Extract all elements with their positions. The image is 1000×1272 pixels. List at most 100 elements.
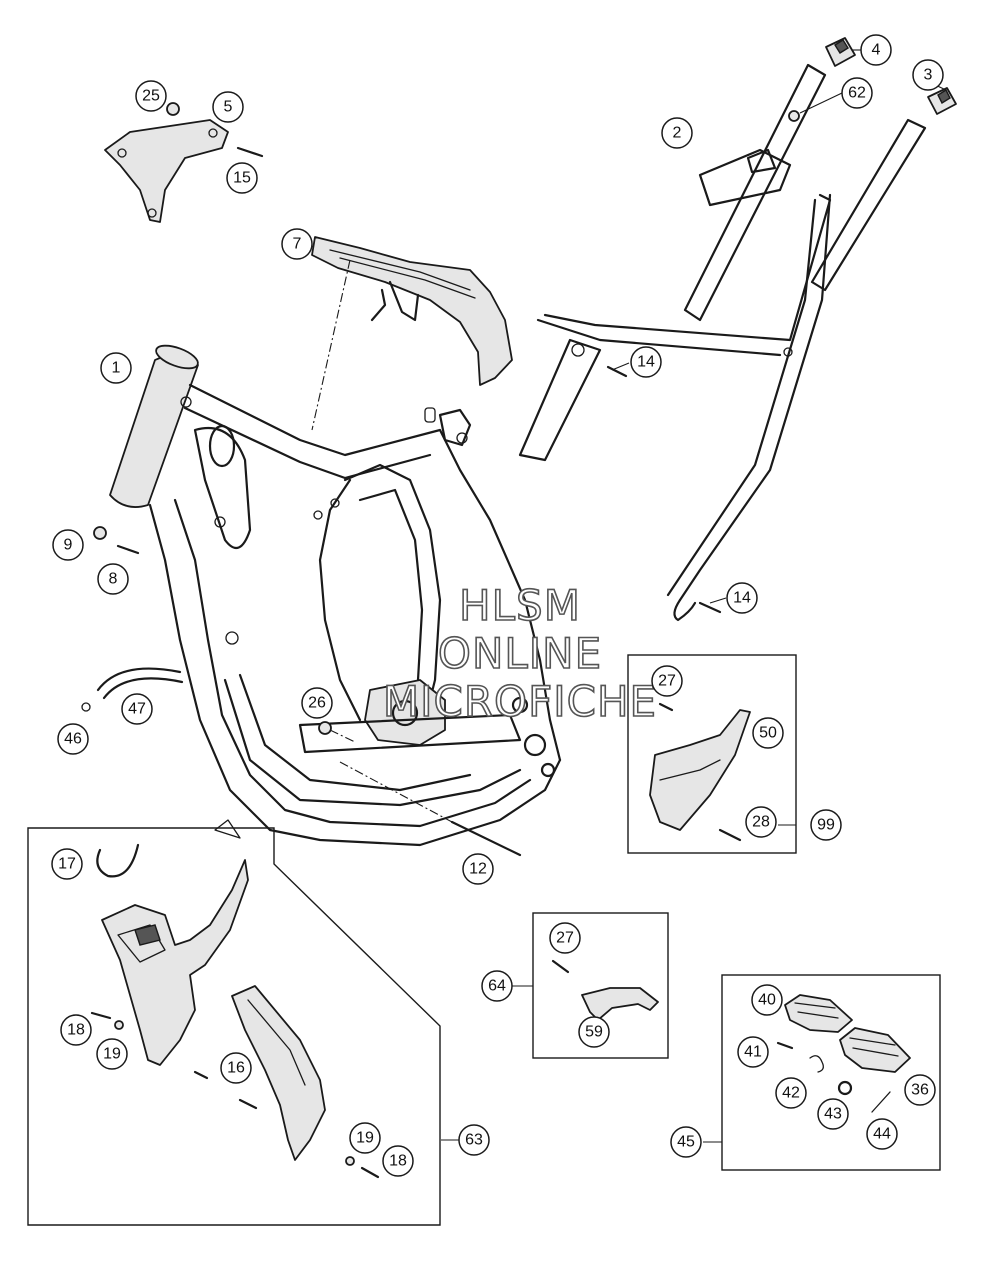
svg-text:63: 63 <box>465 1132 483 1149</box>
callout-19-left: 19 <box>96 1038 128 1070</box>
cable-tie-17 <box>96 843 140 878</box>
nut-25 <box>166 102 180 116</box>
callout-40: 40 <box>751 984 783 1016</box>
group-box-45 <box>721 974 941 1171</box>
end-cap-4 <box>825 37 856 67</box>
bolt-14-upper <box>606 365 628 378</box>
svg-text:5: 5 <box>224 99 233 116</box>
callout-8: 8 <box>97 563 129 595</box>
washer-19-left <box>114 1020 124 1030</box>
callout-50: 50 <box>752 717 784 749</box>
bolt-14-lower <box>698 601 722 614</box>
callout-63: 63 <box>458 1124 490 1156</box>
svg-text:45: 45 <box>677 1134 695 1151</box>
svg-text:46: 46 <box>64 731 82 748</box>
callout-9: 9 <box>52 529 84 561</box>
watermark: HLSM ONLINE MICROFICHE <box>382 580 657 727</box>
callout-3: 3 <box>912 59 944 91</box>
subframe <box>518 63 927 622</box>
svg-text:17: 17 <box>58 856 76 873</box>
nut-9 <box>93 526 107 540</box>
bolt-28 <box>718 828 742 842</box>
cotter-pin-44 <box>871 1091 891 1113</box>
end-cap-3 <box>927 87 957 115</box>
svg-text:18: 18 <box>389 1153 407 1170</box>
callout-42: 42 <box>775 1077 807 1109</box>
callout-4: 4 <box>860 34 892 66</box>
radiator-guard-left <box>101 859 249 1066</box>
bolt-8 <box>116 544 140 555</box>
callout-18-left: 18 <box>60 1014 92 1046</box>
svg-text:3: 3 <box>924 67 933 84</box>
bolt-15 <box>236 146 264 158</box>
svg-text:36: 36 <box>911 1082 929 1099</box>
washer-19-right <box>345 1156 355 1166</box>
callout-5: 5 <box>212 91 244 123</box>
leader-lines <box>441 49 947 1143</box>
callout-19-right: 19 <box>349 1122 381 1154</box>
bolt-upper-63 <box>238 1098 258 1110</box>
svg-text:41: 41 <box>744 1044 762 1061</box>
svg-text:42: 42 <box>782 1085 800 1102</box>
svg-text:15: 15 <box>233 170 251 187</box>
bolt-18-left <box>90 1011 112 1020</box>
svg-text:7: 7 <box>293 236 302 253</box>
callout-36: 36 <box>904 1074 936 1106</box>
nut-62 <box>788 110 800 122</box>
chain-guide-50 <box>649 709 751 831</box>
bolt-12 <box>450 820 522 857</box>
clip-46 <box>81 702 91 712</box>
svg-text:2: 2 <box>673 125 682 142</box>
callout-7: 7 <box>281 228 313 260</box>
svg-text:28: 28 <box>752 814 770 831</box>
svg-text:19: 19 <box>103 1046 121 1063</box>
group-box-63 <box>27 827 441 1226</box>
callout-12: 12 <box>462 853 494 885</box>
group-box-99 <box>627 654 797 854</box>
svg-text:27: 27 <box>658 673 676 690</box>
callout-27-group99: 27 <box>651 665 683 697</box>
watermark-line-2: ONLINE <box>438 629 602 678</box>
svg-text:59: 59 <box>585 1024 603 1041</box>
svg-text:62: 62 <box>848 85 866 102</box>
callout-62: 62 <box>841 77 873 109</box>
spacer-16 <box>193 1070 209 1080</box>
main-frame <box>109 344 562 847</box>
washer-43 <box>837 1080 853 1096</box>
svg-text:18: 18 <box>67 1022 85 1039</box>
chain-slider-59 <box>581 987 659 1021</box>
watermark-line-1: HLSM <box>459 581 581 630</box>
callout-45: 45 <box>670 1126 702 1158</box>
callout-59: 59 <box>578 1016 610 1048</box>
bolt-27-group99 <box>658 702 674 712</box>
spring-42 <box>809 1055 824 1073</box>
callout-43: 43 <box>817 1098 849 1130</box>
svg-text:12: 12 <box>469 861 487 878</box>
svg-text:14: 14 <box>637 354 655 371</box>
svg-text:47: 47 <box>128 701 146 718</box>
pin-41 <box>776 1041 794 1050</box>
callout-15: 15 <box>226 162 258 194</box>
svg-text:43: 43 <box>824 1106 842 1123</box>
svg-text:19: 19 <box>356 1130 374 1147</box>
callout-99: 99 <box>810 809 842 841</box>
svg-text:27: 27 <box>556 930 574 947</box>
callout-18-right: 18 <box>382 1145 414 1177</box>
callout-26: 26 <box>301 687 333 719</box>
callout-14-lower: 14 <box>726 582 758 614</box>
svg-text:40: 40 <box>758 992 776 1009</box>
callout-47: 47 <box>121 693 153 725</box>
callout-2: 2 <box>661 117 693 149</box>
svg-text:44: 44 <box>873 1126 891 1143</box>
callout-28: 28 <box>745 806 777 838</box>
svg-text:50: 50 <box>759 725 777 742</box>
callout-14-upper: 14 <box>630 346 662 378</box>
svg-text:9: 9 <box>64 537 73 554</box>
callout-64: 64 <box>481 970 513 1002</box>
svg-text:1: 1 <box>112 360 121 377</box>
svg-text:64: 64 <box>488 978 506 995</box>
bolt-18-right <box>360 1166 380 1179</box>
callout-44: 44 <box>866 1118 898 1150</box>
radiator-guard-right <box>231 985 326 1161</box>
